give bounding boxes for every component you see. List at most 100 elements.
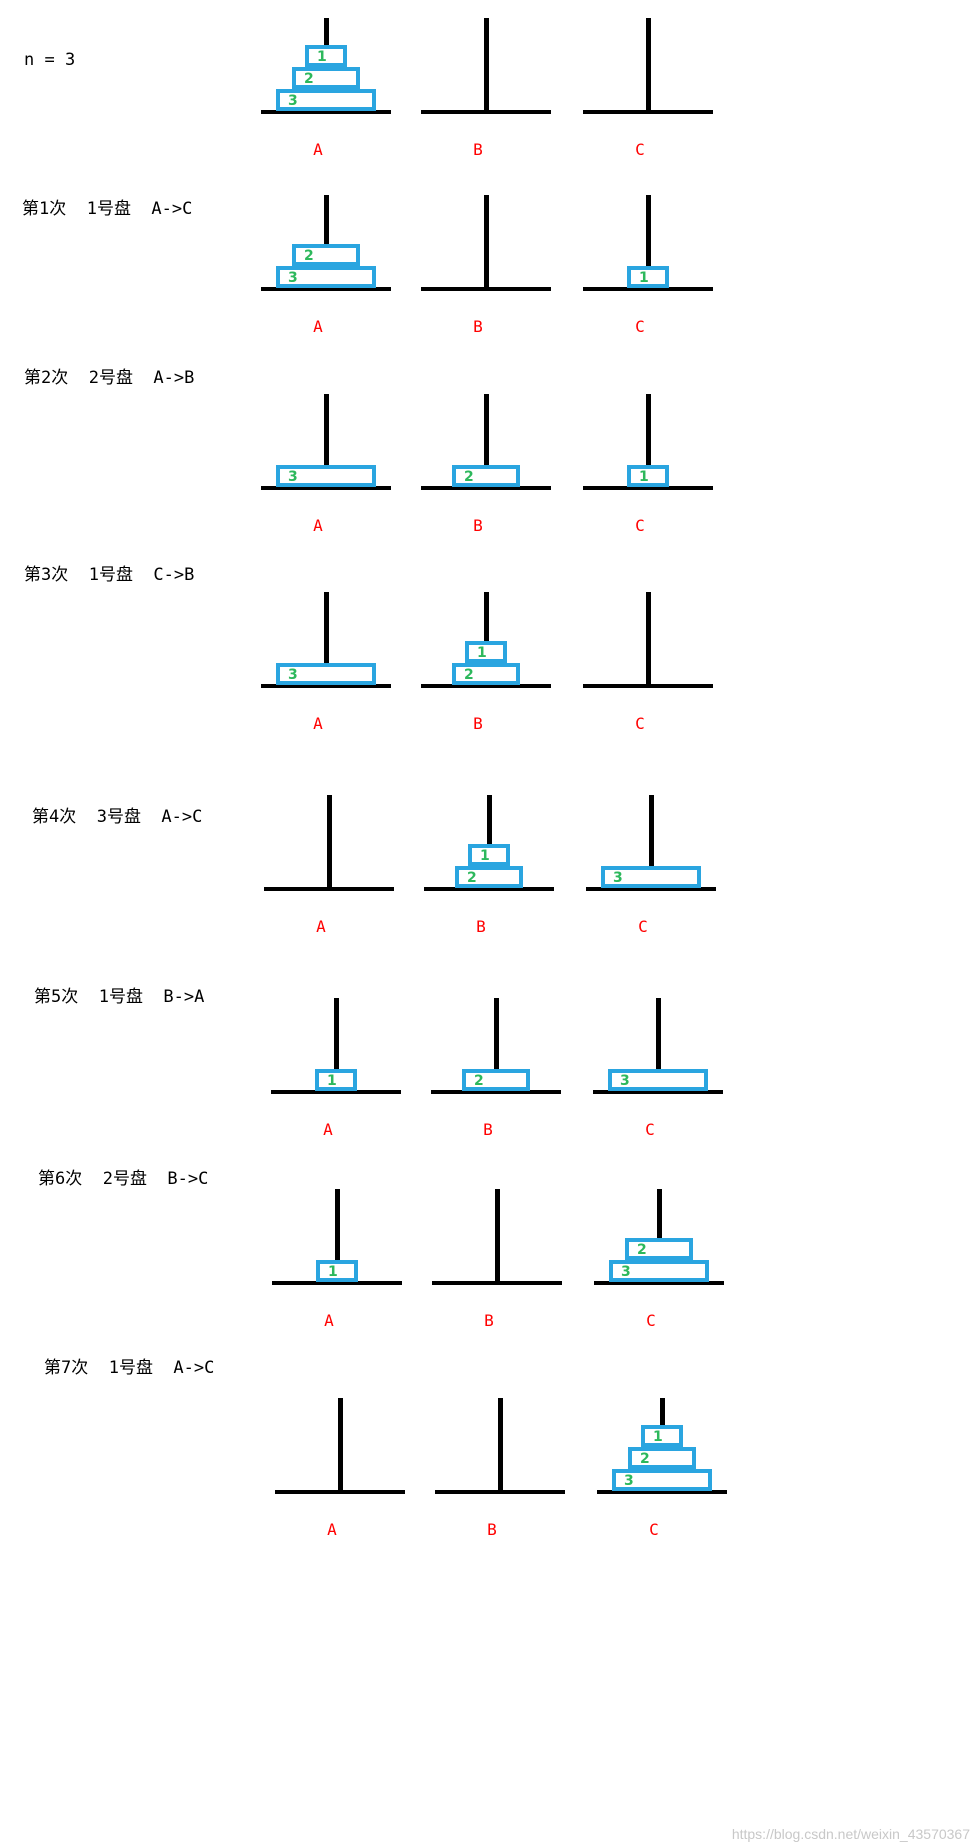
- disk: [612, 1469, 712, 1491]
- peg-label: C: [635, 516, 645, 535]
- peg-label: C: [635, 140, 645, 159]
- peg-base: [261, 287, 391, 291]
- step-label: 第2次 2号盘 A->B: [24, 368, 195, 388]
- disk: [276, 465, 376, 487]
- disk-number: 1: [639, 469, 649, 485]
- peg-pole: [646, 195, 651, 287]
- peg-label: B: [473, 714, 483, 733]
- disk-number: 2: [464, 469, 474, 485]
- disk: [452, 465, 520, 487]
- peg-base: [583, 684, 713, 688]
- disk-number: 1: [328, 1264, 338, 1280]
- disk-number: 2: [304, 71, 314, 87]
- peg-base: [261, 110, 391, 114]
- disk-number: 1: [480, 848, 490, 864]
- disk: [628, 1447, 696, 1469]
- peg-base: [261, 486, 391, 490]
- peg-base: [271, 1090, 401, 1094]
- disk: [455, 866, 523, 888]
- disk: [468, 844, 510, 866]
- peg-base: [424, 887, 554, 891]
- step-label: 第6次 2号盘 B->C: [38, 1169, 209, 1189]
- peg-base: [421, 287, 551, 291]
- peg-pole: [338, 1398, 343, 1490]
- peg-label: B: [487, 1520, 497, 1539]
- disk: [641, 1425, 683, 1447]
- disk-number: 2: [474, 1073, 484, 1089]
- peg-pole: [657, 1189, 662, 1281]
- peg-label: A: [313, 714, 323, 733]
- peg-label: B: [483, 1120, 493, 1139]
- disk: [292, 67, 360, 89]
- disk-number: 3: [288, 270, 298, 286]
- peg-pole: [335, 1189, 340, 1281]
- peg-base: [431, 1090, 561, 1094]
- peg-label: C: [646, 1311, 656, 1330]
- peg-label: A: [316, 917, 326, 936]
- disk-number: 1: [653, 1429, 663, 1445]
- peg-base: [261, 684, 391, 688]
- peg-label: C: [645, 1120, 655, 1139]
- disk-number: 3: [620, 1073, 630, 1089]
- peg-base: [594, 1281, 724, 1285]
- disk: [292, 244, 360, 266]
- peg-label: C: [635, 317, 645, 336]
- peg-label: A: [313, 317, 323, 336]
- disk: [627, 266, 669, 288]
- peg-label: B: [484, 1311, 494, 1330]
- peg-base: [586, 887, 716, 891]
- disk-number: 2: [640, 1451, 650, 1467]
- disk-number: 2: [637, 1242, 647, 1258]
- disk: [625, 1238, 693, 1260]
- disk-number: 1: [639, 270, 649, 286]
- peg-pole: [495, 1189, 500, 1281]
- disk-number: 3: [288, 93, 298, 109]
- peg-pole: [484, 195, 489, 287]
- peg-base: [421, 110, 551, 114]
- disk: [601, 866, 701, 888]
- step-label: 第5次 1号盘 B->A: [34, 987, 205, 1007]
- peg-pole: [656, 998, 661, 1090]
- disk: [276, 663, 376, 685]
- peg-label: A: [313, 516, 323, 535]
- peg-base: [583, 486, 713, 490]
- peg-label: A: [313, 140, 323, 159]
- disk-number: 1: [477, 645, 487, 661]
- peg-label: C: [638, 917, 648, 936]
- peg-pole: [484, 18, 489, 110]
- peg-base: [421, 684, 551, 688]
- disk-number: 1: [317, 49, 327, 65]
- disk: [609, 1260, 709, 1282]
- disk-number: 2: [304, 248, 314, 264]
- peg-label: C: [649, 1520, 659, 1539]
- peg-pole: [487, 795, 492, 887]
- peg-base: [435, 1490, 565, 1494]
- disk: [627, 465, 669, 487]
- peg-pole: [324, 592, 329, 684]
- disk: [452, 663, 520, 685]
- disk: [465, 641, 507, 663]
- disk-number: 3: [624, 1473, 634, 1489]
- peg-label: B: [476, 917, 486, 936]
- step-label: 第1次 1号盘 A->C: [22, 199, 193, 219]
- disk: [608, 1069, 708, 1091]
- peg-label: A: [323, 1120, 333, 1139]
- disk-number: 2: [467, 870, 477, 886]
- disk-number: 1: [327, 1073, 337, 1089]
- peg-label: A: [324, 1311, 334, 1330]
- step-label: 第3次 1号盘 C->B: [24, 565, 195, 585]
- peg-pole: [327, 795, 332, 887]
- peg-base: [583, 287, 713, 291]
- disk-number: 3: [288, 469, 298, 485]
- peg-pole: [324, 195, 329, 287]
- step-label: 第4次 3号盘 A->C: [32, 807, 203, 827]
- peg-base: [597, 1490, 727, 1494]
- peg-base: [272, 1281, 402, 1285]
- peg-pole: [646, 18, 651, 110]
- peg-base: [421, 486, 551, 490]
- step-label: 第7次 1号盘 A->C: [44, 1358, 215, 1378]
- peg-base: [432, 1281, 562, 1285]
- peg-base: [275, 1490, 405, 1494]
- peg-pole: [334, 998, 339, 1090]
- disk-number: 3: [613, 870, 623, 886]
